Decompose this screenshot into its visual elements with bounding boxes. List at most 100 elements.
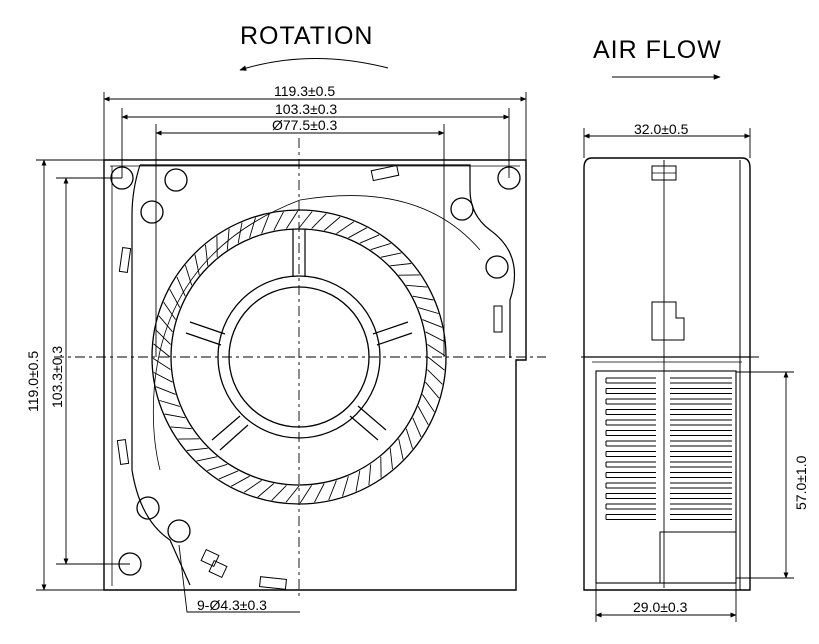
outlet-fin xyxy=(670,472,732,478)
outlet-fin xyxy=(605,503,656,510)
impeller-blade xyxy=(342,476,349,497)
air-flow-heading: AIR FLOW xyxy=(593,36,722,64)
impeller-blade xyxy=(412,417,422,438)
impeller-blade xyxy=(355,470,361,492)
middle-clip xyxy=(651,301,685,341)
outlet-fin xyxy=(605,451,656,457)
side-clips xyxy=(116,164,503,590)
impeller-blade xyxy=(186,447,208,451)
impeller-blade xyxy=(422,319,443,328)
outlet-width-label: 29.0±0.3 xyxy=(633,599,688,615)
outlet-fin xyxy=(605,472,656,478)
impeller-blade xyxy=(261,213,270,234)
rotation-heading: ROTATION xyxy=(240,22,374,50)
outlet-fin xyxy=(605,377,656,384)
front-dimensions xyxy=(36,92,527,613)
impeller-blade xyxy=(427,356,445,371)
impeller-blade xyxy=(243,480,262,493)
outlet-fin xyxy=(670,514,732,520)
outlet-fin xyxy=(605,482,656,489)
impeller-blade xyxy=(412,295,434,301)
impeller-blade xyxy=(299,485,312,504)
impeller-blade xyxy=(389,448,393,470)
impeller-blade xyxy=(406,284,428,288)
depth-label: 32.0±0.5 xyxy=(634,121,689,137)
impeller-blade xyxy=(218,470,239,480)
outlet-fin xyxy=(605,440,656,447)
impeller-blade xyxy=(368,464,372,486)
outlet-fin xyxy=(670,503,732,510)
impeller-spokes xyxy=(185,229,413,451)
mounting-hole-group xyxy=(110,166,521,576)
impeller-blade xyxy=(427,344,446,357)
outlet-fin xyxy=(670,451,732,457)
housing-scroll xyxy=(131,164,516,586)
impeller-blades xyxy=(152,210,446,504)
outlet-fins xyxy=(605,377,732,520)
impeller-blade xyxy=(170,426,192,430)
front-view xyxy=(103,159,527,591)
impeller-blade xyxy=(380,252,402,258)
impeller-blade xyxy=(311,213,327,229)
impeller-blade xyxy=(237,222,243,244)
side-dimensions xyxy=(583,128,794,622)
impeller-blade xyxy=(257,483,275,498)
impeller-blade xyxy=(273,211,284,231)
impeller-blade xyxy=(328,480,337,501)
impeller-blade xyxy=(169,288,181,308)
outlet-fin xyxy=(670,430,732,436)
outlet-fin xyxy=(605,461,656,468)
impeller-blade xyxy=(422,394,435,413)
mounting-holes-label: 9-Ø4.3±0.3 xyxy=(197,597,267,613)
impeller-blade xyxy=(425,381,440,399)
outlet-fin xyxy=(605,430,656,436)
impeller-blade xyxy=(196,456,218,462)
outlet-fin xyxy=(605,419,656,426)
impeller-blade xyxy=(286,210,299,229)
front-frame-outline xyxy=(103,159,527,591)
overall-height-label: 119.0±0.5 xyxy=(25,350,41,412)
outlet-fin xyxy=(670,482,732,489)
outlet-fin xyxy=(670,377,732,384)
outlet-fin xyxy=(605,409,656,415)
impeller-blade xyxy=(158,315,173,333)
outlet-fin xyxy=(670,409,732,415)
outlet-fin xyxy=(670,461,732,468)
impeller-blade xyxy=(205,244,209,266)
impeller-blade xyxy=(152,357,171,370)
impeller-blade xyxy=(418,307,439,314)
outlet-fin xyxy=(670,388,732,394)
impeller-blade xyxy=(194,254,200,276)
impeller-blade xyxy=(348,227,368,239)
outlet-fin xyxy=(670,398,732,405)
outlet-fin xyxy=(605,493,656,499)
impeller-blade xyxy=(417,406,429,426)
outlet-fin xyxy=(605,514,656,520)
impeller-blade xyxy=(155,386,176,395)
impeller-blade xyxy=(398,438,404,460)
hole-pitch-width-label: 103.3±0.3 xyxy=(275,101,338,117)
outlet-height-label: 57.0±1.0 xyxy=(793,455,809,510)
impeller-blade xyxy=(323,216,341,231)
impeller-blade xyxy=(164,413,186,419)
side-view xyxy=(583,157,751,591)
impeller-diameter-label: Ø77.5±0.3 xyxy=(272,117,338,133)
impeller-blade xyxy=(425,331,445,342)
impeller-blade xyxy=(370,242,391,251)
impeller-blade xyxy=(271,485,287,501)
impeller-blade xyxy=(153,372,173,383)
impeller-blade xyxy=(336,221,355,234)
impeller-blade xyxy=(249,217,256,238)
impeller-blade xyxy=(226,228,230,250)
overall-width-label: 119.3±0.5 xyxy=(274,83,336,99)
impeller-blade xyxy=(285,485,300,503)
outlet-fin xyxy=(605,388,656,394)
outlet-fin xyxy=(605,398,656,405)
hole-pitch-height-label: 103.3±0.3 xyxy=(49,345,65,408)
outlet-fin xyxy=(670,419,732,426)
impeller-blade xyxy=(159,400,180,407)
impeller-blade xyxy=(230,475,250,487)
impeller-blade xyxy=(298,211,313,229)
impeller-blade xyxy=(163,301,176,320)
